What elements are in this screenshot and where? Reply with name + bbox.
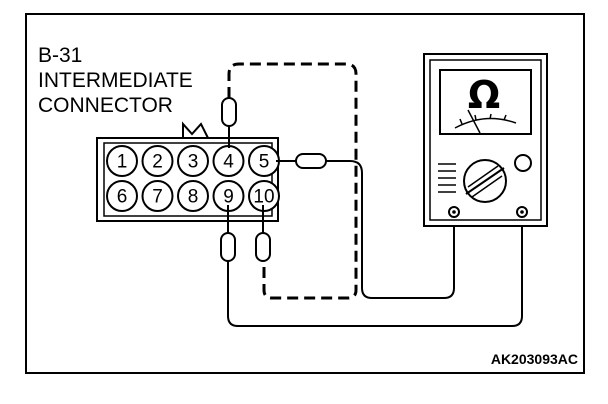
figure-frame [25, 13, 585, 374]
connector-id-label: B-31 [38, 44, 82, 67]
probe-pin9 [220, 205, 236, 262]
connector-pin-6: 6 [106, 180, 138, 212]
connector-pin-1: 1 [106, 145, 138, 177]
pin-number: 7 [152, 187, 163, 208]
connector-lock-tab [182, 121, 209, 139]
pin-number: 10 [253, 187, 274, 208]
pin-number: 5 [259, 152, 270, 173]
connector-pin-4: 4 [212, 145, 245, 177]
intermediate-connector: 1 2 3 4 5 6 7 8 9 10 [96, 137, 280, 222]
figure-id-label: AK203093AC [491, 351, 578, 367]
connector-pin-2: 2 [141, 145, 174, 177]
meter-scale-ticks [459, 113, 507, 125]
probe-side-pin5 [276, 153, 327, 169]
pin-number: 6 [117, 187, 128, 208]
connector-pin-8: 8 [177, 180, 209, 212]
connector-inner [103, 142, 273, 217]
pin-number: 3 [188, 152, 199, 173]
meter-terminal-left [448, 206, 460, 218]
connector-pin-10: 10 [248, 180, 280, 212]
connector-name-line2: CONNECTOR [38, 94, 173, 117]
connector-name-line1: INTERMEDIATE [38, 69, 193, 92]
connector-pin-7: 7 [141, 180, 174, 212]
range-selector-knob-icon [463, 159, 507, 203]
connector-pin-5: 5 [248, 145, 280, 177]
pin-number: 9 [223, 187, 234, 208]
dashed-wire-pin4 [227, 62, 358, 300]
pin-number: 1 [117, 152, 128, 173]
ohm-symbol-icon: Ω [468, 73, 500, 117]
meter-needle [467, 109, 481, 134]
pin-number: 8 [188, 187, 199, 208]
probe-top-pin4 [221, 97, 237, 148]
test-lead-pin5 [326, 160, 455, 299]
probe-pin10 [255, 205, 271, 262]
connector-pin-9: 9 [212, 180, 245, 212]
meter-scale-arc [454, 117, 517, 129]
connector-pin-3: 3 [177, 145, 209, 177]
pin-number: 4 [223, 152, 234, 173]
test-lead-pin9 [227, 216, 523, 327]
ohmmeter: Ω [423, 53, 548, 227]
pin-number: 2 [152, 152, 163, 173]
ohmmeter-case-inner [429, 59, 542, 221]
range-marks [438, 163, 456, 193]
meter-terminal-right [516, 206, 528, 218]
zero-adjust-knob-icon [514, 154, 532, 172]
